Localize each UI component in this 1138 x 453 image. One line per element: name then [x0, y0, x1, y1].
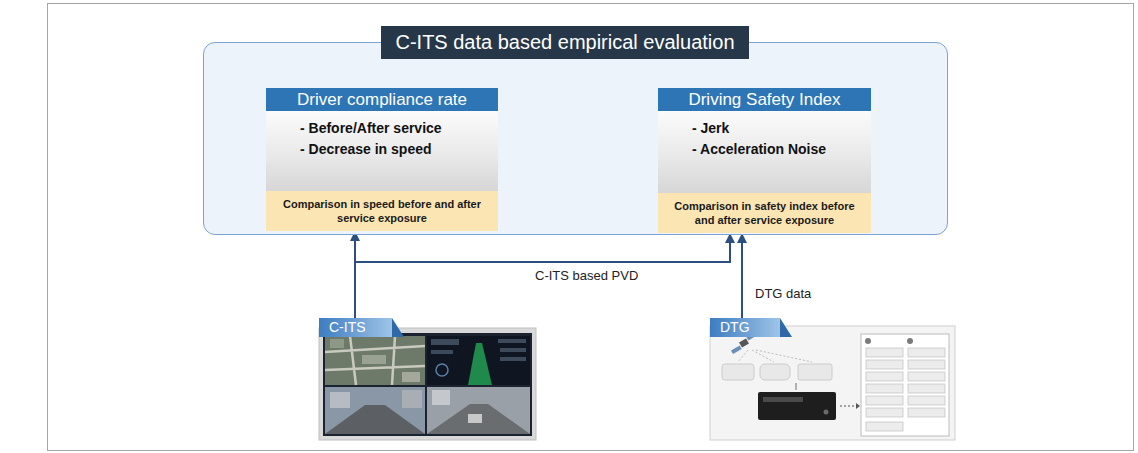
- screen: [323, 333, 532, 436]
- metric-panel: Driver compliance rate- Before/After ser…: [266, 88, 498, 231]
- sheet-cell: [908, 396, 945, 405]
- source-tab: C-ITS: [319, 318, 392, 337]
- tab-label: C-ITS: [319, 318, 392, 337]
- cits-screenshot: [319, 328, 536, 440]
- vehicle-icon: [760, 364, 790, 380]
- tab-flag: [392, 318, 404, 337]
- aerial-roads: [325, 336, 425, 385]
- dashboard: [427, 336, 530, 385]
- street-building: [402, 390, 422, 408]
- sheet-cell: [908, 408, 945, 417]
- figure-frame: [48, 4, 1134, 451]
- aerial-building: [402, 372, 420, 382]
- dashboard-panel: [498, 339, 526, 343]
- device-slot: [763, 397, 803, 402]
- aerial-photo: [325, 336, 425, 385]
- sheet-cell: [908, 384, 945, 393]
- sheet-cell: [908, 348, 945, 357]
- street-vehicle: [468, 414, 482, 423]
- sheet-icon: [865, 338, 871, 344]
- bullet-text: - Decrease in speed: [300, 141, 490, 158]
- tab-flag: [780, 318, 792, 337]
- bullet-text: - Before/After service: [300, 120, 490, 137]
- tab-flag-shape: [392, 318, 404, 337]
- tab-flag-shape: [780, 318, 792, 337]
- dashboard-road: [468, 343, 492, 385]
- street-photo: [427, 387, 530, 434]
- dashboard-panel: [431, 350, 453, 354]
- vehicle-icon: [798, 364, 832, 380]
- sheet-cell: [908, 360, 945, 369]
- panel-body: - Jerk - Acceleration Noise: [658, 111, 871, 193]
- data-arrow: [840, 406, 856, 407]
- sheet-cell: [866, 396, 903, 405]
- street-photo: [325, 387, 425, 434]
- sheet-cell: [866, 422, 903, 431]
- connector-label: C-ITS based PVD: [532, 268, 641, 284]
- connector-label: DTG data: [752, 286, 814, 302]
- dtg-illustration: [710, 326, 955, 440]
- street-road: [325, 405, 425, 434]
- sheet-cells: [866, 348, 945, 431]
- sheet-cell: [866, 384, 903, 393]
- satellite-panel: [731, 346, 742, 354]
- sheet-cell: [908, 372, 945, 381]
- data-arrow-head: [856, 403, 860, 409]
- panel-body: - Before/After service - Decrease in spee…: [266, 111, 498, 191]
- metric-panel: Driving Safety Index - Jerk - Acceleration…: [658, 88, 871, 233]
- dashboard-panel: [500, 357, 526, 361]
- bullet-text: - Jerk: [692, 120, 863, 137]
- connector-arrow: [741, 233, 743, 318]
- sheet-cell: [866, 348, 903, 357]
- panel-footer: Comparison in speed before and after ser…: [266, 191, 498, 231]
- screen-frame: [319, 328, 536, 440]
- dtg-device: [758, 392, 836, 420]
- connector-arrow: [355, 233, 730, 318]
- data-sheet: [861, 334, 949, 436]
- device-link: [795, 383, 797, 390]
- satellite-body: [739, 338, 749, 347]
- device-led: [824, 410, 829, 415]
- panel-header: Driver compliance rate: [266, 88, 498, 111]
- vehicle-icon: [722, 364, 754, 380]
- sheet-cell: [866, 360, 903, 369]
- region-title: C-ITS data based empirical evaluation: [381, 26, 748, 59]
- dashboard-gauge: [436, 364, 448, 376]
- sheet-cell: [866, 372, 903, 381]
- sheet-icon: [907, 338, 913, 344]
- bullet-text: - Acceleration Noise: [692, 141, 863, 158]
- panel-footer: Comparison in safety index before and af…: [658, 193, 871, 233]
- aerial-building: [330, 339, 344, 348]
- street-building: [432, 390, 450, 405]
- street-building: [330, 392, 350, 408]
- signal-lines: [738, 350, 812, 362]
- dtg-frame: [710, 326, 955, 440]
- dashboard-panel: [500, 348, 526, 352]
- evaluation-region: C-ITS data based empirical evaluationDri…: [203, 42, 948, 235]
- dashboard-panel: [431, 339, 459, 345]
- aerial-building: [362, 355, 386, 364]
- panel-header: Driving Safety Index: [658, 88, 871, 111]
- source-tab: DTG: [710, 318, 780, 337]
- street-road: [427, 404, 530, 434]
- tab-label: DTG: [710, 318, 780, 337]
- sheet-cell: [866, 408, 903, 417]
